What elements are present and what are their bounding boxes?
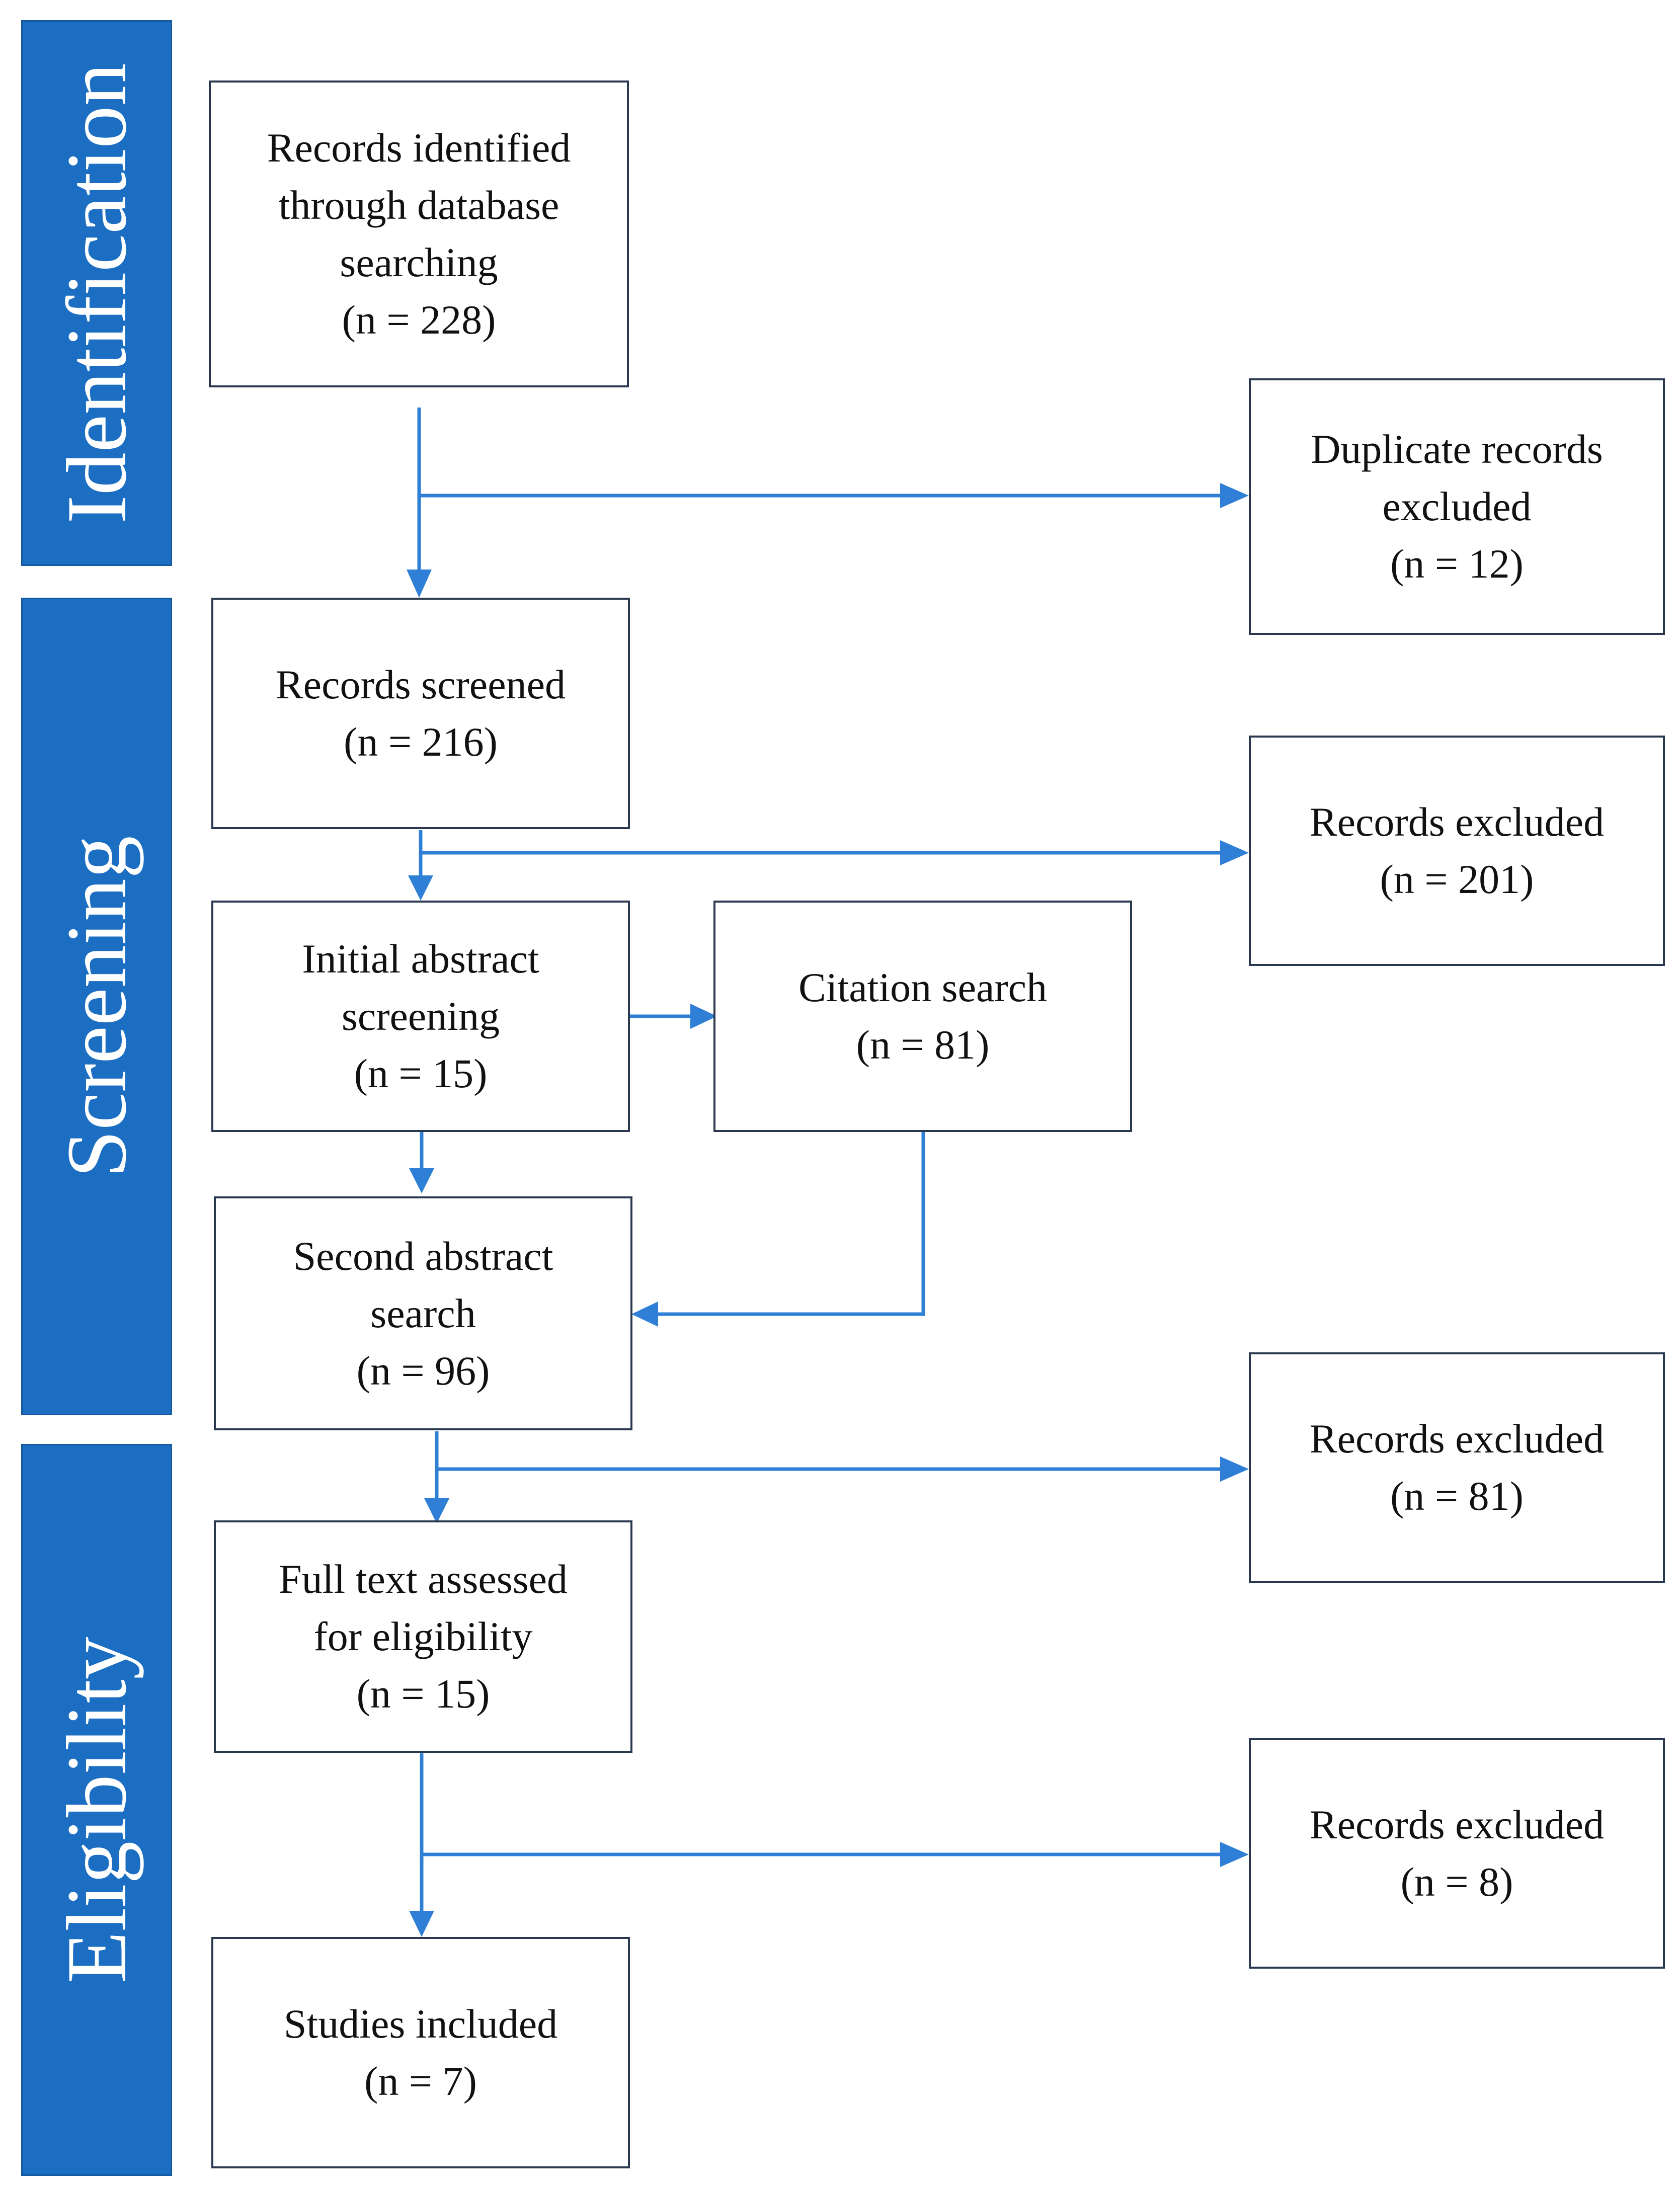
box-count: (n = 12) bbox=[1390, 541, 1524, 587]
box-duplicates-excluded: Duplicate records excluded (n = 12) bbox=[1249, 378, 1665, 635]
box-count: (n = 96) bbox=[356, 1347, 490, 1394]
arrowhead bbox=[1220, 483, 1249, 508]
box-line: Full text assessed bbox=[279, 1556, 568, 1602]
box-line: Records excluded bbox=[1309, 799, 1605, 845]
arrowhead bbox=[1220, 1842, 1249, 1867]
arrowhead bbox=[690, 1004, 717, 1029]
box-line: Records excluded bbox=[1309, 1416, 1605, 1462]
arrowhead bbox=[408, 875, 433, 901]
box-count: (n = 216) bbox=[344, 719, 498, 765]
phase-identification: Identification bbox=[21, 20, 172, 566]
box-records-excluded-1: Records excluded (n = 201) bbox=[1249, 736, 1665, 966]
arrowhead bbox=[407, 570, 432, 598]
box-records-screened: Records screened (n = 216) bbox=[211, 598, 630, 829]
box-full-text: Full text assessed for eligibility (n = … bbox=[214, 1520, 632, 1753]
arrowhead bbox=[409, 1168, 434, 1193]
arrowhead bbox=[631, 1302, 658, 1327]
arrowhead bbox=[1220, 1456, 1249, 1482]
box-line: screening bbox=[341, 993, 500, 1039]
phase-eligibility: Eligibility bbox=[21, 1444, 172, 2176]
box-line: for eligibility bbox=[313, 1613, 533, 1659]
box-count: (n = 15) bbox=[356, 1671, 490, 1717]
box-line: Records identified bbox=[267, 125, 571, 171]
box-line: excluded bbox=[1382, 483, 1532, 529]
box-studies-included: Studies included (n = 7) bbox=[211, 1937, 630, 2168]
box-count: (n = 228) bbox=[342, 297, 496, 343]
box-records-excluded-3: Records excluded (n = 8) bbox=[1249, 1738, 1665, 1969]
box-records-identified: Records identified through database sear… bbox=[209, 80, 629, 387]
box-count: (n = 81) bbox=[856, 1022, 990, 1068]
box-line: Second abstract bbox=[293, 1233, 553, 1279]
box-line: Citation search bbox=[798, 964, 1048, 1010]
arrowhead bbox=[424, 1498, 449, 1523]
box-second-abstract: Second abstract search (n = 96) bbox=[214, 1196, 632, 1430]
box-line: Duplicate records bbox=[1311, 426, 1603, 472]
box-line: Records screened bbox=[275, 662, 566, 707]
box-records-excluded-2: Records excluded (n = 81) bbox=[1249, 1352, 1665, 1583]
box-citation-search: Citation search (n = 81) bbox=[713, 901, 1132, 1132]
box-count: (n = 15) bbox=[354, 1050, 488, 1096]
box-count: (n = 7) bbox=[364, 2058, 477, 2104]
box-line: through database bbox=[278, 182, 559, 228]
arrow-citation-to-second bbox=[654, 1132, 925, 1316]
arrowhead bbox=[409, 1911, 434, 1937]
phase-screening: Screening bbox=[21, 598, 172, 1415]
box-count: (n = 201) bbox=[1380, 856, 1534, 902]
box-count: (n = 81) bbox=[1390, 1473, 1524, 1519]
box-count: (n = 8) bbox=[1400, 1859, 1513, 1905]
box-line: Records excluded bbox=[1309, 1802, 1605, 1847]
box-line: search bbox=[370, 1290, 476, 1336]
box-line: searching bbox=[340, 239, 498, 285]
arrowhead bbox=[1220, 840, 1249, 865]
box-line: Initial abstract bbox=[302, 936, 539, 982]
box-line: Studies included bbox=[283, 2001, 558, 2047]
box-initial-abstract: Initial abstract screening (n = 15) bbox=[211, 901, 630, 1132]
